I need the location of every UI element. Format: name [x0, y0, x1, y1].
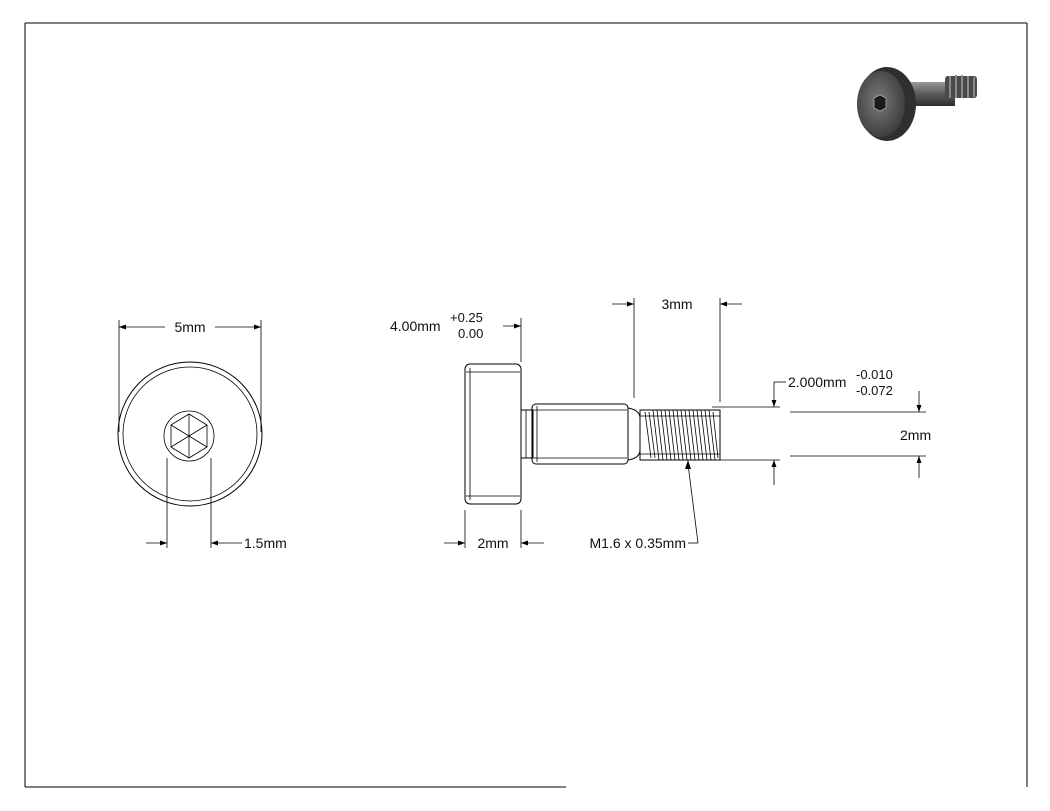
- label-shoulder-tol-upper: -0.010: [856, 367, 893, 382]
- front-view: [117, 361, 263, 507]
- label-shoulder-length: 2mm: [900, 427, 931, 443]
- side-view: [464, 363, 721, 505]
- dim-thread-spec: M1.6 x 0.35mm: [590, 460, 699, 551]
- drawing-border: [24, 22, 1028, 788]
- label-thread-spec: M1.6 x 0.35mm: [590, 535, 686, 551]
- label-thread-length: 3mm: [661, 296, 692, 312]
- screw-head: [464, 363, 522, 505]
- label-shoulder-diameter: 2.000mm: [788, 374, 846, 390]
- screw-neck: [520, 409, 534, 459]
- label-head-tol-lower: 0.00: [458, 326, 483, 341]
- label-head-height: 2mm: [477, 535, 508, 551]
- label-head-diameter: 4.00mm: [390, 318, 441, 334]
- label-front-diameter: 5mm: [174, 319, 205, 335]
- dim-shoulder-length: 2mm: [790, 391, 931, 478]
- dim-head-diameter: 4.00mm +0.25 0.00: [390, 310, 522, 362]
- dim-hex-size: 1.5mm: [146, 458, 287, 551]
- label-shoulder-tol-lower: -0.072: [856, 383, 893, 398]
- iso-thread: [945, 75, 977, 98]
- dim-shoulder-diameter: 2.000mm -0.010 -0.072: [712, 367, 893, 485]
- isometric-preview: [857, 67, 977, 141]
- label-hex-size: 1.5mm: [244, 535, 287, 551]
- screw-shoulder: [531, 403, 629, 465]
- label-head-tol-upper: +0.25: [450, 310, 483, 325]
- dim-head-height: 2mm: [444, 510, 544, 551]
- screw-thread: [639, 409, 721, 461]
- dim-thread-length: 3mm: [612, 296, 742, 402]
- dim-front-diameter: 5mm: [118, 319, 262, 432]
